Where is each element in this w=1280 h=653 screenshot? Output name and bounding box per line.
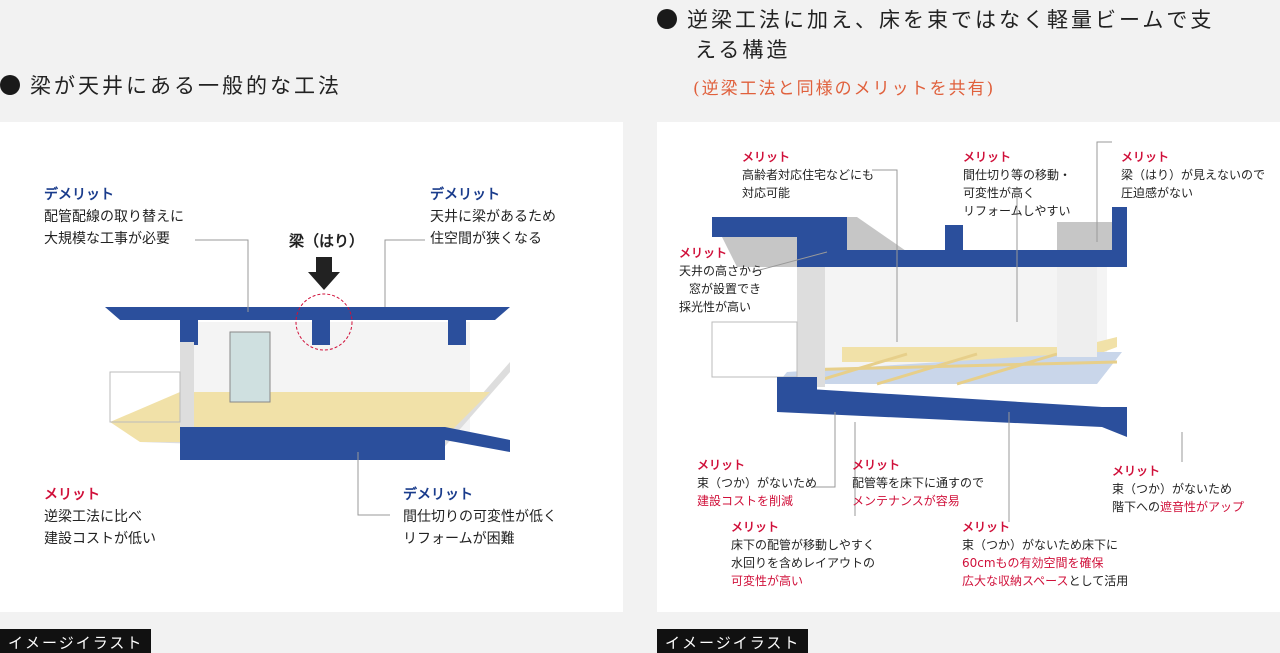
right-panel: メリット高齢者対応住宅などにも対応可能 メリット間仕切り等の移動・可変性が高くリ…	[657, 122, 1280, 612]
note-cost-merit: メリット束（つか）がないため建設コストを削減	[697, 458, 818, 508]
image-illustration-tag-right: イメージイラスト	[657, 629, 809, 653]
note-partition-merit: メリット間仕切り等の移動・可変性が高くリフォームしやすい	[963, 150, 1072, 218]
note-window-merit: メリット天井の高さから窓が設置でき採光性が高い	[679, 246, 764, 314]
conventional-building-illustration	[105, 239, 510, 516]
note-cost-merit: メリット逆梁工法に比べ建設コストが低い	[44, 487, 156, 547]
image-illustration-tag-left: イメージイラスト	[0, 629, 152, 653]
right-subheading: (逆梁工法と同様のメリットを共有)	[693, 79, 996, 99]
note-soundproof-merit: メリット束（つか）がないため階下への遮音性がアップ	[1112, 464, 1245, 514]
reverse-beam-building-illustration	[711, 141, 1183, 522]
note-no-beam-merit: メリット梁（はり）が見えないので圧迫感がない	[1121, 150, 1266, 200]
note-piping-demerit: デメリット配管配線の取り替えに大規模な工事が必要	[44, 187, 184, 247]
bullet-icon	[0, 75, 20, 95]
right-heading: 逆梁工法に加え、床を束ではなく軽量ビームで支	[657, 4, 1214, 34]
beam-label: 梁（はり）	[289, 232, 365, 250]
note-accessibility-merit: メリット高齢者対応住宅などにも対応可能	[742, 150, 875, 200]
left-panel: デメリット配管配線の取り替えに大規模な工事が必要 デメリット天井に梁があるため住…	[0, 122, 623, 612]
right-heading-line2: える構造	[695, 38, 791, 62]
bullet-icon	[657, 9, 677, 29]
note-space-demerit: デメリット天井に梁があるため住空間が狭くなる	[430, 187, 556, 247]
left-heading: 梁が天井にある一般的な工法	[0, 70, 342, 100]
note-layout-merit: メリット床下の配管が移動しやすく水回りを含めレイアウトの可変性が高い	[731, 520, 876, 588]
note-reform-demerit: デメリット間仕切りの可変性が低くリフォームが困難	[403, 487, 557, 547]
note-maintenance-merit: メリット配管等を床下に通すのでメンテナンスが容易	[852, 458, 985, 508]
